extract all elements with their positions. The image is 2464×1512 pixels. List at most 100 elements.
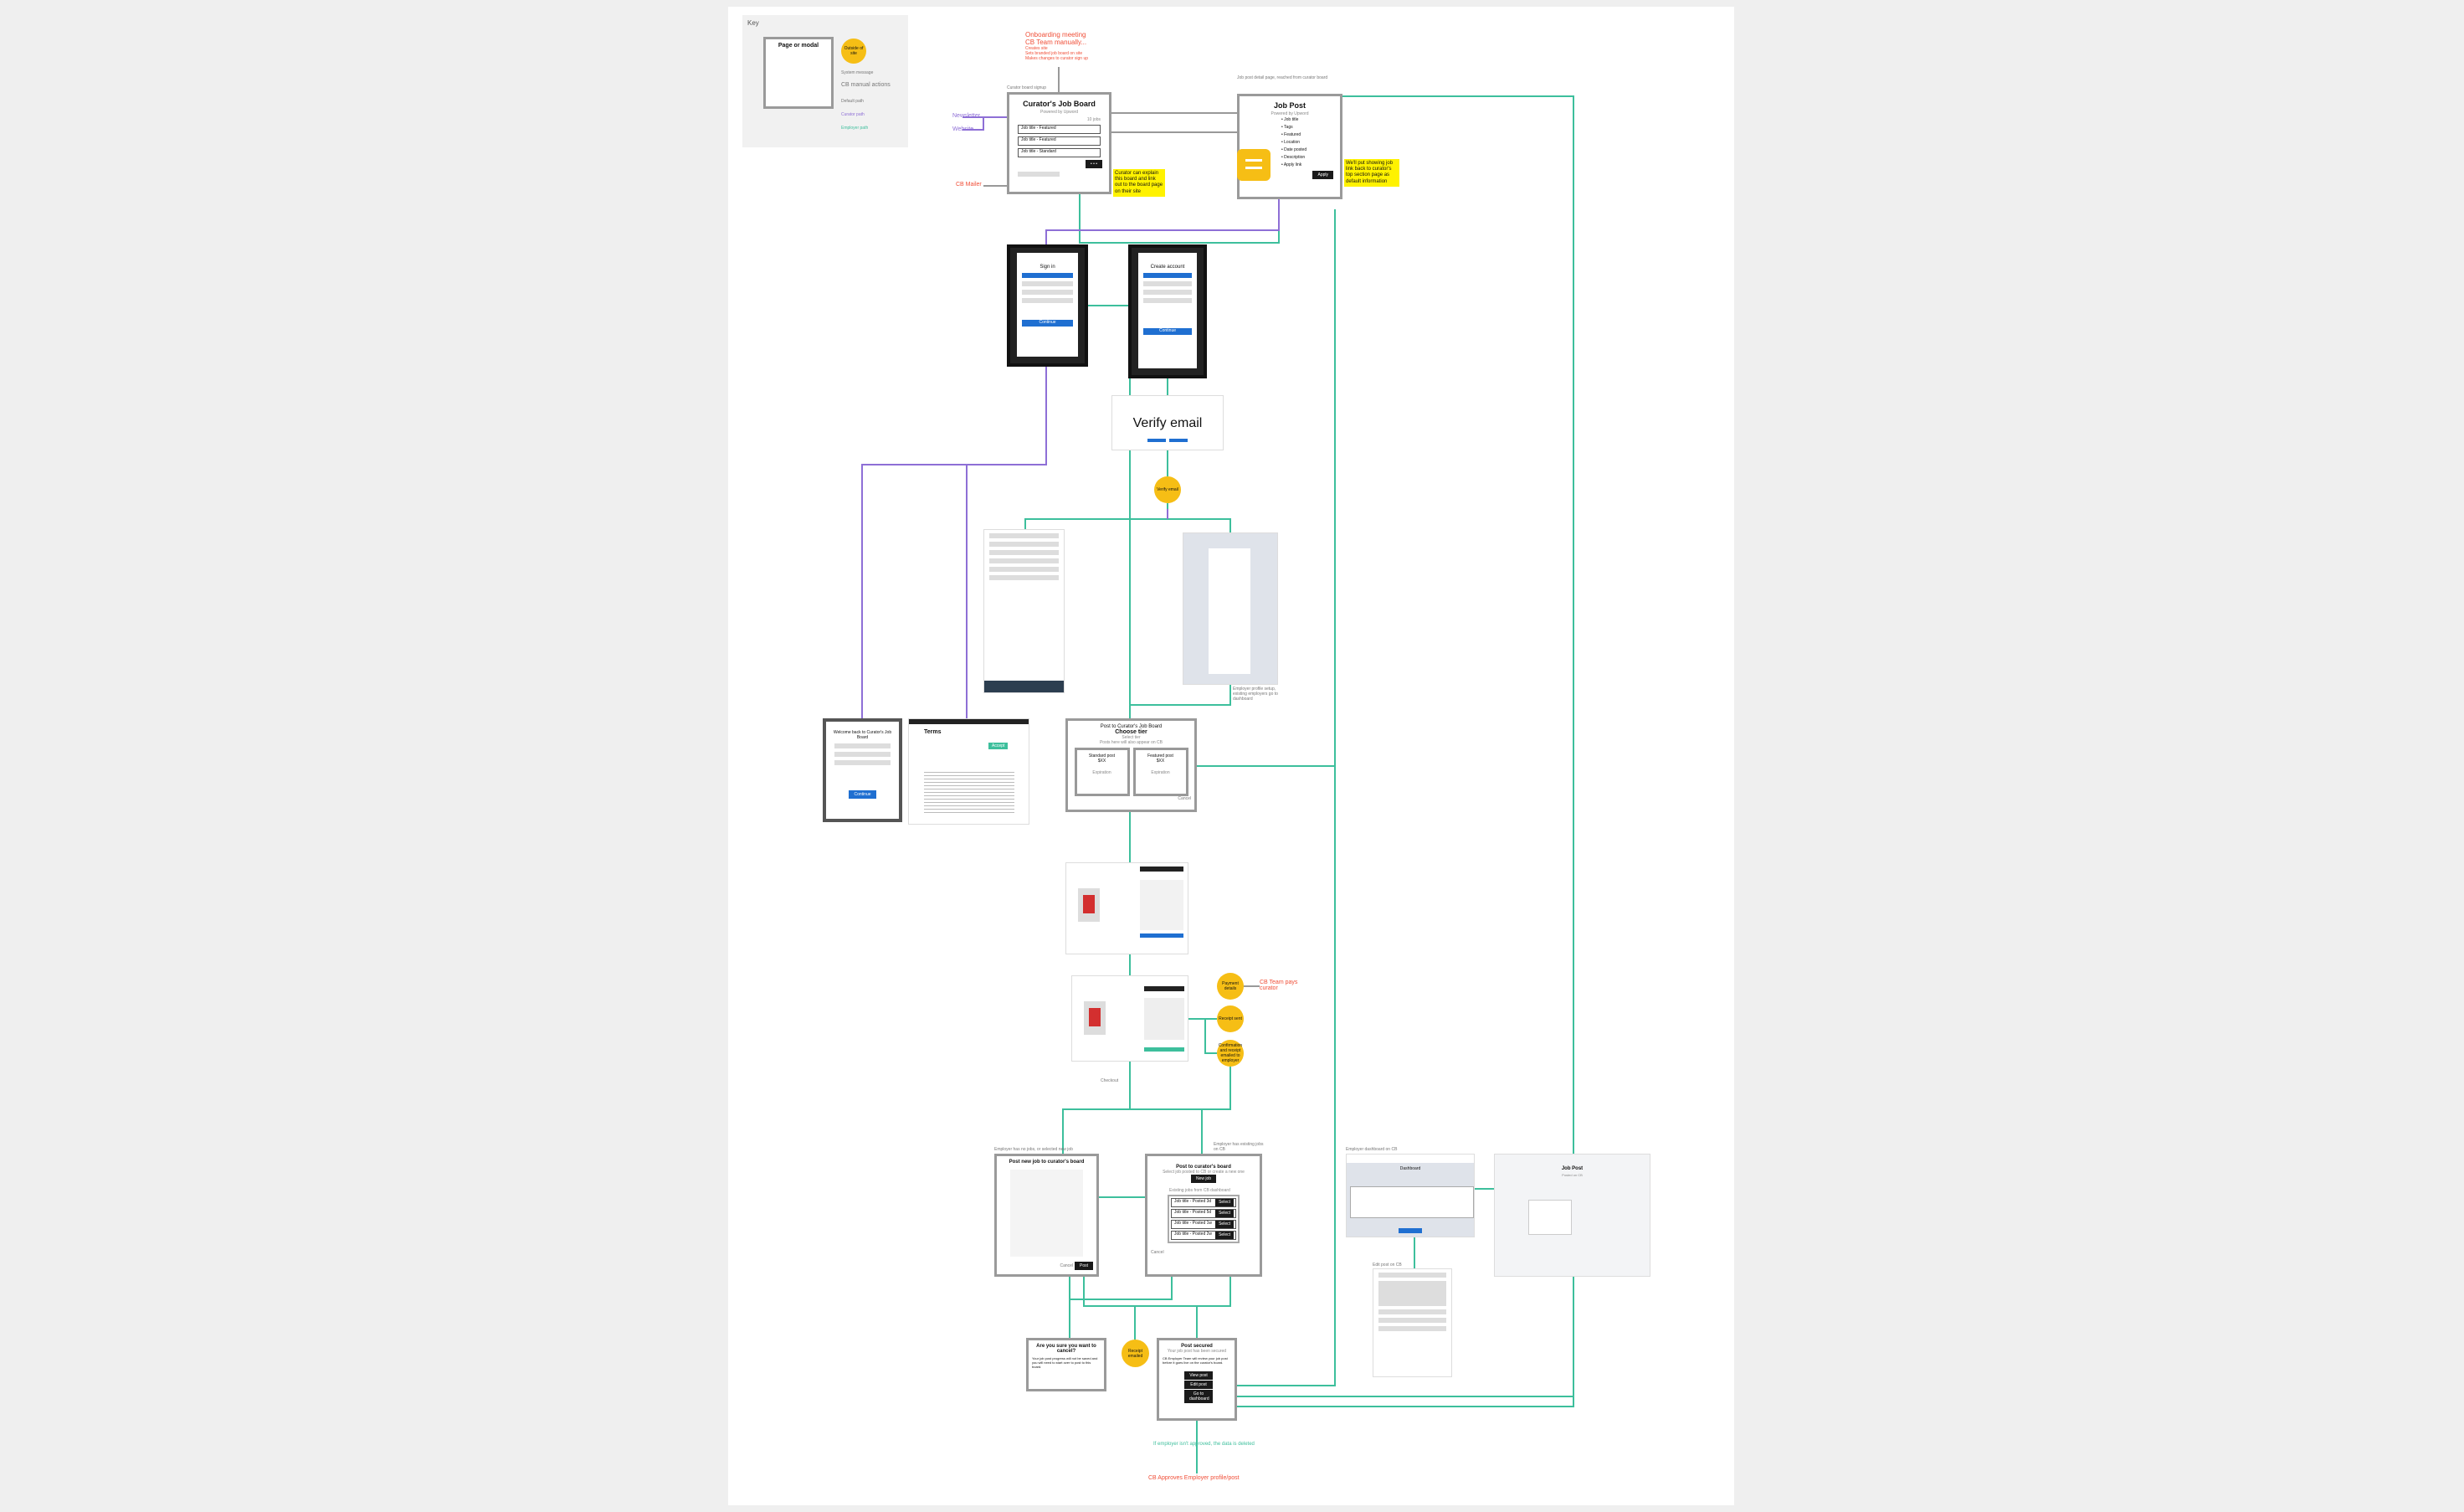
edit-note: Edit post on CB	[1373, 1263, 1402, 1268]
cancel-confirm-title: Are you sure you want to cancel?	[1036, 1344, 1096, 1354]
key-title: Key	[747, 19, 759, 27]
view-post-button[interactable]: View post	[1184, 1371, 1213, 1380]
source-newsletter: Newsletter	[952, 113, 981, 119]
connector	[963, 117, 984, 131]
resend-button[interactable]	[1169, 439, 1188, 442]
more-button[interactable]: • • •	[1085, 160, 1102, 168]
key-page-label: Page or modal	[778, 43, 819, 49]
job-field: • Tags	[1281, 125, 1293, 130]
key-circle-label: Outside of site	[844, 46, 864, 56]
standard-tier-card[interactable]: Standard post$XX Expiration	[1074, 748, 1130, 796]
connector	[1045, 199, 1280, 244]
post-existing-modal: Post to curator's board Select job poste…	[1145, 1154, 1262, 1277]
connector	[861, 367, 1047, 718]
connector	[1204, 1019, 1217, 1054]
key-page-sample: Page or modal	[763, 37, 834, 109]
sticky-note-post: We'll put showing job link back to curat…	[1344, 159, 1399, 187]
job-count: 10 jobs	[1086, 117, 1101, 122]
verify-screen: Verify email	[1111, 395, 1224, 450]
circle-receipt: Receipt sent	[1217, 1005, 1244, 1032]
job-row[interactable]: Job title - Featured	[1018, 136, 1101, 146]
onboarding-subtitle: CB Team manually...	[1025, 39, 1087, 46]
cb-dashboard-screen: Dashboard	[1346, 1154, 1475, 1237]
choose-tier-modal: Post to Curator's Job Board Choose tier …	[1065, 718, 1197, 812]
circle-receipt-emailed: Receipt emailed	[1122, 1340, 1149, 1367]
connector	[1237, 1277, 1574, 1407]
new-job-cancel[interactable]: Cancel	[1060, 1263, 1074, 1268]
existing-job-title: Job title - Posted 3d	[1174, 1199, 1212, 1204]
source-mailer: CB Mailer	[956, 182, 982, 188]
new-job-button[interactable]: New job	[1190, 1175, 1217, 1183]
job-row[interactable]: Job title - Featured	[1018, 125, 1101, 134]
circle-confirmation: Confirmation and receipt emailed to empl…	[1217, 1040, 1244, 1067]
checkout-label: Checkout	[1101, 1078, 1119, 1083]
continue-button[interactable]: Continue	[1022, 320, 1073, 327]
verify-title: Verify email	[1132, 416, 1203, 430]
onboarding-bullet: Sets branded job board on site	[1025, 51, 1083, 56]
new-job-note: Employer has no jobs, or selected new jo…	[994, 1147, 1073, 1152]
job-row[interactable]: Job title - Standard	[1018, 148, 1101, 157]
signin-modal: Sign in Continue	[1007, 244, 1088, 367]
edit-post-button[interactable]: Edit post	[1184, 1381, 1213, 1389]
new-job-post-button[interactable]: Post	[1074, 1262, 1093, 1270]
select-job-button[interactable]: Select	[1215, 1232, 1234, 1239]
apply-button[interactable]: Apply	[1312, 171, 1333, 179]
select-job-button[interactable]: Select	[1215, 1199, 1234, 1206]
connector	[1237, 209, 1336, 1386]
onboarding-bullet: Makes changes to curator sign up	[1025, 56, 1089, 61]
google-button[interactable]	[1143, 273, 1192, 278]
select-job-button[interactable]: Select	[1215, 1210, 1234, 1217]
accept-button[interactable]: Accept	[988, 743, 1009, 749]
continue-button[interactable]: Continue	[1143, 328, 1192, 335]
existing-job-title: Job title - Posted 5d	[1174, 1210, 1212, 1215]
new-job-form[interactable]	[1010, 1170, 1083, 1257]
cb-approves-note: CB Approves Employer profile/post	[1148, 1475, 1240, 1481]
onboarding-bullet: Creates site	[1025, 46, 1048, 51]
cb-page-title: Job Post	[1561, 1166, 1584, 1171]
checkout-screen	[1065, 862, 1188, 954]
verify-button[interactable]	[1147, 439, 1166, 442]
tier-sub: Select tier	[1122, 735, 1141, 740]
connector	[966, 464, 1046, 718]
deleted-note: If employer isn't approved, the data is …	[1153, 1442, 1255, 1447]
key-arrow-purple: Curator path	[841, 112, 865, 117]
key-panel: Key Page or modal Outside of site System…	[742, 15, 908, 147]
employer-profile-screen	[983, 529, 1065, 693]
featured-tier-label: Featured post	[1147, 753, 1173, 759]
tier-cancel-button[interactable]: Cancel	[1178, 796, 1191, 801]
dashboard-note: Employer dashboard on CB	[1346, 1147, 1398, 1152]
job-field: • Apply link	[1281, 162, 1302, 167]
sticky-note-board: Curator can explain this board and link …	[1113, 169, 1165, 197]
signin-title: Sign in	[1040, 265, 1055, 270]
standard-tier-label: Standard post	[1088, 753, 1116, 759]
standard-expiration: Expiration	[1092, 770, 1111, 775]
secured-body: CB Employer Team will review your job po…	[1163, 1356, 1228, 1365]
select-job-button[interactable]: Select	[1215, 1221, 1234, 1228]
curator-board-title: Curator's Job Board	[1023, 100, 1096, 108]
job-post-page: Job Post Powered by Upword • Job title• …	[1237, 94, 1342, 199]
dashboard-button[interactable]: Go to dashboard	[1184, 1390, 1213, 1403]
onboarding-note: Onboarding meeting CB Team manually... C…	[1025, 31, 1088, 61]
standard-tier-price: $XX	[1097, 759, 1106, 764]
dashboard-title: Dashboard	[1399, 1166, 1421, 1171]
job-post-title: Job Post	[1273, 101, 1306, 110]
key-manual-actions: CB manual actions	[841, 82, 891, 88]
existing-job-title: Job title - Posted 2w	[1174, 1232, 1213, 1237]
new-job-title: Post new job to curator's board	[1009, 1160, 1085, 1165]
tier-heading: Choose tier	[1115, 729, 1147, 735]
screen-note: Employer profile setup, existing employe…	[1233, 687, 1278, 702]
curator-job-board-page: Curator's Job Board Powered by Upword 10…	[1007, 92, 1111, 194]
secured-title: Post secured	[1181, 1344, 1213, 1349]
google-button[interactable]	[1022, 273, 1073, 278]
existing-cancel[interactable]: Cancel	[1151, 1250, 1164, 1255]
connector	[1168, 518, 1231, 532]
login-continue-button[interactable]: Continue	[849, 790, 876, 799]
cb-page-sub: Posted on CB	[1562, 1173, 1583, 1177]
post-new-job-modal: Post new job to curator's board Cancel P…	[994, 1154, 1099, 1277]
cb-pays-curator-note: CB Team pays curator	[1260, 980, 1298, 991]
connector	[1130, 685, 1231, 706]
connector	[1083, 1277, 1231, 1307]
cancel-confirm-body: Your job post progress will not be saved…	[1032, 1356, 1098, 1369]
connector	[1070, 1277, 1173, 1300]
